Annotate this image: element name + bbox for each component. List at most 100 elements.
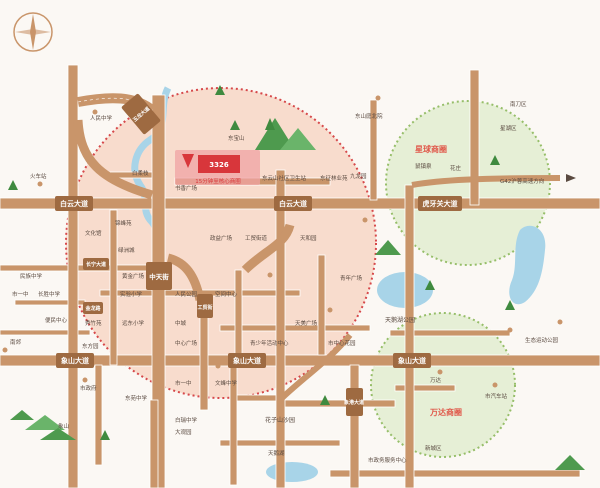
lake-east — [509, 225, 546, 305]
road-label-bg-xianggang — [346, 388, 363, 416]
label-dongyuanzhong: 东苑中学 — [125, 394, 148, 402]
poi-dot — [37, 181, 43, 187]
poi-dot — [2, 347, 8, 353]
label-lvzhou: 绿洲城 — [118, 246, 135, 254]
label-wenfeng: 文峰中学 — [215, 379, 238, 387]
xingqiu-circle — [385, 100, 551, 266]
label-xiangshan-zx: 长胜中学 — [38, 290, 61, 298]
road-label-gongmao: 工贸街 — [197, 304, 212, 311]
road-mid2 — [0, 264, 161, 272]
poi-dot — [375, 95, 381, 101]
road-label-bg-xiangshan-e — [393, 353, 431, 368]
mountain-icon — [375, 240, 401, 255]
label-dongfang: 东方园 — [82, 342, 99, 350]
label-bairui: 白瑞中学 — [175, 416, 198, 424]
poi-dot — [557, 319, 563, 325]
road-label-baiyun-e: 白云大道 — [279, 199, 307, 208]
road-v6 — [149, 399, 159, 488]
label-bianmin: 便民中心 — [45, 316, 68, 324]
label-bairouzhi: 白柔枝 — [132, 169, 149, 177]
label-shizhongxin: 市中心花园 — [328, 339, 356, 347]
label-g42: G42沪蓉高速方向 — [500, 177, 544, 185]
poi-dot — [437, 369, 443, 375]
road-label-bg-huyaguan — [418, 196, 462, 211]
label-tiandao-bottom: 天鹅湖 — [268, 449, 285, 457]
label-xincheng: 新城区 — [425, 444, 442, 452]
road-tianehu — [389, 329, 511, 337]
road-v8 — [369, 99, 378, 201]
tree-icon — [215, 85, 225, 95]
project-subtitle: 15分钟至核心商圈 — [195, 177, 241, 185]
label-xiangshan-b: 象山 — [58, 422, 69, 430]
label-renmingongyuan: 人民公园 — [175, 291, 198, 298]
label-tianmeiguangchang: 天美广场 — [295, 319, 318, 327]
road-label-xiangshan-c: 象山大道 — [233, 356, 261, 365]
road-gongmao-curve — [241, 223, 295, 274]
road-mid3 — [219, 324, 371, 332]
label-zhongcheng: 中城 — [175, 319, 187, 327]
road-south-v — [349, 364, 360, 488]
label-gongmaojie: 工贸街道 — [245, 234, 268, 242]
label-nanjiao: 南郊 — [10, 338, 22, 346]
project-logo-text: 3326 — [209, 161, 229, 169]
road-label-xianggang: 象港大道 — [344, 399, 364, 406]
label-huochezhan: 火车站 — [30, 172, 47, 180]
poi-dot — [215, 363, 221, 369]
tree-icon — [320, 395, 330, 405]
tree-icon — [505, 300, 515, 310]
tree-icon — [490, 155, 500, 165]
poi-dot — [267, 272, 273, 278]
label-huangjin: 黄金广场 — [122, 272, 145, 280]
label-wanda: 万达 — [430, 376, 442, 384]
road-label-bg-baiyun-w — [55, 196, 93, 211]
road-loop-curve — [73, 119, 154, 200]
road-label-bg-jinlong — [83, 302, 103, 314]
label-xinghouqu: 星湖区 — [500, 124, 517, 132]
road-diag — [277, 333, 353, 403]
road-wanda — [394, 384, 456, 392]
label-yuandong: 远东小学 — [122, 319, 145, 327]
road-v4 — [317, 254, 326, 356]
label-shiyizhong-w: 市一中 — [12, 290, 29, 298]
label-qiche: 市汽车站 — [485, 392, 508, 400]
road-label-bg-xiangshan-w — [56, 353, 94, 368]
project-logo-box[interactable] — [198, 155, 240, 173]
road-label-jinlong: 金龙路 — [84, 305, 101, 312]
road-west-v — [67, 64, 79, 488]
road-label-bg-gongmao — [197, 294, 213, 318]
trees — [8, 85, 515, 440]
road-label-bg-baiyun-e — [274, 196, 312, 211]
compass-icon — [13, 12, 53, 52]
mountains — [10, 118, 585, 470]
label-nandaoqu: 南刀区 — [510, 100, 527, 108]
road-label-changning: 长宁大道 — [86, 261, 106, 268]
label-shiyan: 实验小学 — [120, 290, 143, 298]
mountain-icon — [10, 410, 34, 420]
label-renmin: 人民中学 — [90, 114, 113, 122]
label-shijiaoyu: 市政务服务中心 — [368, 456, 407, 464]
label-daguan: 大观园 — [175, 428, 192, 436]
road-label-bg-yulong — [121, 93, 161, 135]
mountain-icon — [25, 415, 65, 430]
label-wenhuaguan: 文化馆 — [85, 229, 102, 237]
poi-dot — [82, 377, 88, 383]
poi-dot — [362, 217, 368, 223]
road-g42 — [411, 175, 561, 188]
mountain-icon — [555, 455, 585, 470]
zone-label-xingqiu: 星球商圈 — [415, 144, 447, 154]
road-mid-v — [275, 169, 286, 488]
road-label-bg-changning — [83, 258, 109, 270]
road-label-xiangshan-e: 象山大道 — [398, 356, 426, 365]
zone-label-tianehu: 天鹅湖公园 — [385, 316, 415, 324]
road-south2 — [229, 394, 281, 402]
label-tianhe: 天和园 — [300, 234, 317, 242]
label-dongshantingbeiyuan: 东山庭北院 — [355, 112, 383, 120]
label-dongbaoshan: 东宝山 — [228, 134, 245, 142]
arrow-right-icon — [566, 174, 576, 182]
label-shuzhenquan: 鼠镇泉 — [415, 162, 432, 170]
label-jingfeng: 锦峰苑 — [115, 219, 132, 227]
road-label-bg-xiangshan-c — [228, 353, 266, 368]
label-zhengyi: 政益广场 — [210, 234, 233, 242]
label-minzu: 民族中学 — [20, 272, 43, 280]
